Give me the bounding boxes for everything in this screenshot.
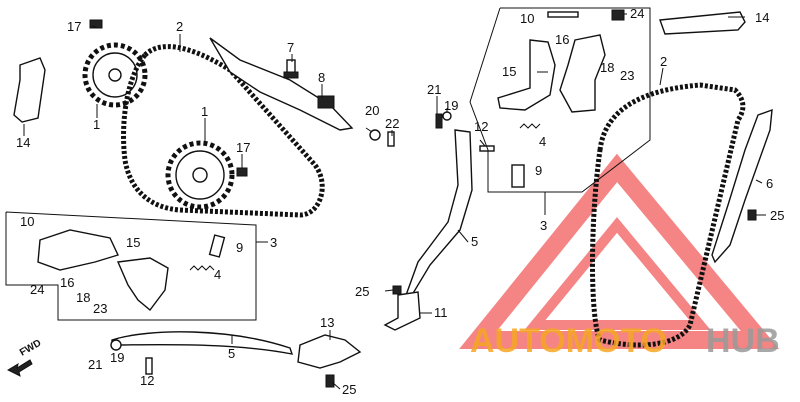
callout-23-right: 23: [620, 68, 634, 83]
callout-10-left: 10: [20, 214, 34, 229]
slipper-right: [711, 108, 773, 264]
watermark-triangle-inner: [524, 217, 711, 330]
cam-chain-right: [590, 82, 746, 348]
callout-23-left: 23: [93, 301, 107, 316]
callout-20: 20: [365, 103, 379, 118]
callout-14-right: 14: [755, 10, 769, 25]
chain-guide-center: [403, 129, 473, 300]
spring-right: [519, 123, 541, 129]
bolt-25-right: [747, 209, 757, 221]
part-13: [297, 334, 362, 369]
callout-21-bottom: 21: [88, 357, 102, 372]
callout-5-left: 5: [228, 346, 235, 361]
slipper-lower-left: [111, 331, 294, 355]
callout-18-left: 18: [76, 290, 90, 305]
callout-21-center: 21: [427, 82, 441, 97]
callout-16-left: 16: [60, 275, 74, 290]
callout-22: 22: [385, 116, 399, 131]
callout-13: 13: [320, 315, 334, 330]
callout-2-right: 2: [660, 54, 667, 69]
callout-11: 11: [434, 305, 448, 320]
assembly-box-right: [469, 7, 651, 193]
watermark-triangle-outer: [459, 153, 780, 349]
bolt-17-top: [89, 19, 103, 29]
tensioner-body-right: [559, 34, 606, 113]
callout-15-left: 15: [126, 235, 140, 250]
cam-chain-left: [121, 44, 325, 218]
bolt-22: [387, 131, 395, 147]
callout-4-left: 4: [214, 267, 221, 282]
pushrod-left: [208, 234, 226, 258]
fwd-label: FWD: [18, 338, 43, 359]
callout-4-right: 4: [539, 134, 546, 149]
washer-20: [369, 129, 381, 141]
callout-24-left: 24: [30, 282, 44, 297]
callout-15-right: 15: [502, 64, 516, 79]
washer-19-bottom: [110, 339, 122, 351]
callout-25-bottom: 25: [342, 382, 356, 397]
callout-3-left: 3: [270, 235, 277, 250]
part-11: [383, 291, 421, 331]
callout-19-bottom: 19: [110, 350, 124, 365]
fwd-arrow: FWD: [6, 338, 43, 377]
callout-24-right: 24: [630, 6, 644, 21]
callout-6: 6: [766, 176, 773, 191]
tensioner-plate-right: [497, 39, 556, 111]
watermark-brand-b: HUB: [706, 322, 780, 360]
bolt-25-center: [392, 285, 402, 295]
sprocket-left-bottom: [165, 140, 235, 210]
watermark-text: AUTOMOTO HUB: [470, 322, 780, 360]
watermark-logo: [459, 153, 780, 349]
bracket-14-right: [659, 11, 746, 35]
bolt-24-right: [611, 9, 625, 21]
callout-12-bottom: 12: [140, 373, 154, 388]
callout-9-left: 9: [236, 240, 243, 255]
guide-arm-clip: [317, 95, 335, 109]
callout-5-center: 5: [471, 234, 478, 249]
callout-12-center: 12: [474, 119, 488, 134]
callout-9-right: 9: [535, 163, 542, 178]
bolt-10-right: [547, 11, 579, 18]
callout-8: 8: [318, 70, 325, 85]
bolt-25-bottom: [325, 374, 335, 388]
callout-25-right: 25: [770, 208, 784, 223]
bolt-21: [435, 113, 443, 129]
pushrod-right: [511, 164, 525, 188]
watermark-brand-a: AUTOMOTO: [470, 322, 667, 360]
callout-16-right: 16: [555, 32, 569, 47]
chain-guide-arm: [209, 37, 354, 131]
callout-2-left: 2: [176, 19, 183, 34]
callout-10-right: 10: [520, 11, 534, 26]
callout-19-center: 19: [444, 98, 458, 113]
assembly-box-left: [5, 211, 268, 321]
callout-1-left-bottom: 1: [201, 104, 208, 119]
callout-14-left: 14: [16, 135, 30, 150]
callout-18-right: 18: [600, 60, 614, 75]
callout-labels: 17 2 1 14 7 8 1 17 10 3 15 9 4 16 24 18 …: [16, 6, 784, 397]
sprocket-left-top: [82, 42, 148, 108]
leader-lines: [23, 13, 766, 390]
callout-25-center: 25: [355, 284, 369, 299]
bolt-7: [283, 59, 299, 79]
callout-7: 7: [287, 40, 294, 55]
bracket-14-left: [13, 57, 46, 123]
callout-1-left-top: 1: [93, 117, 100, 132]
bolt-12-bottom: [145, 357, 153, 375]
spring-left: [189, 265, 215, 271]
tensioner-body-left: [37, 229, 119, 271]
washer-19: [442, 111, 452, 121]
tensioner-plate-left: [116, 257, 169, 312]
callout-17-top: 17: [67, 19, 81, 34]
callout-17-mid: 17: [236, 140, 250, 155]
bolt-17-mid: [236, 167, 248, 177]
callout-3-right: 3: [540, 218, 547, 233]
